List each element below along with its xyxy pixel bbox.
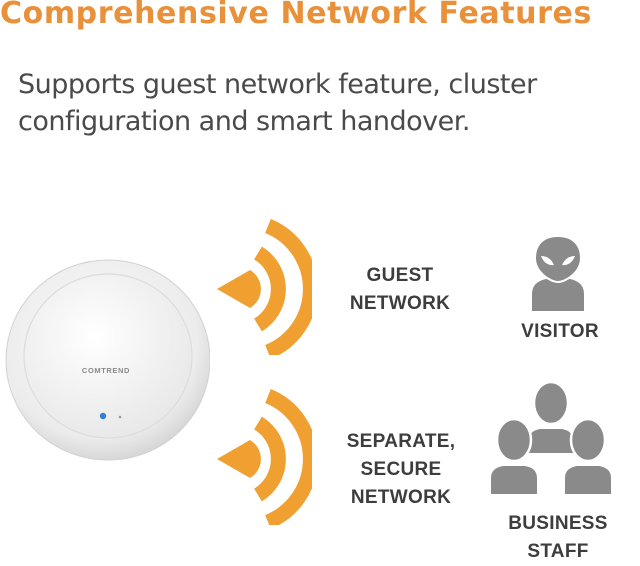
access-point-device: COMTREND xyxy=(5,259,210,461)
subtitle-line-1: Supports guest network feature, cluster xyxy=(18,69,537,100)
guest-network-label-line-2: NETWORK xyxy=(349,293,451,314)
visitor-label: VISITOR xyxy=(505,318,615,346)
business-staff-label-line-2: STAFF xyxy=(527,541,589,562)
guest-network-label-line-1: GUEST xyxy=(366,265,434,286)
device-status-dot xyxy=(118,415,122,419)
page-subtitle: Supports guest network feature, cluster … xyxy=(18,66,618,140)
subtitle-line-2: configuration and smart handover. xyxy=(18,106,470,137)
business-staff-label-line-1: BUSINESS xyxy=(508,513,608,534)
wifi-signal-icon-guest xyxy=(217,219,312,355)
wifi-signal-icon-secure xyxy=(217,389,312,525)
alien-user-icon xyxy=(532,234,584,311)
group-users-icon xyxy=(489,380,613,496)
secure-network-label-line-1: SEPARATE, xyxy=(346,431,456,452)
secure-network-label: SEPARATE, SECURE NETWORK xyxy=(326,428,476,512)
business-staff-label: BUSINESS STAFF xyxy=(498,510,618,566)
page-title: Comprehensive Network Features xyxy=(0,0,592,31)
device-status-led xyxy=(99,412,107,420)
secure-network-label-line-3: NETWORK xyxy=(350,487,452,508)
device-brand-label: COMTREND xyxy=(82,366,130,375)
visitor-label-line-1: VISITOR xyxy=(521,321,599,342)
secure-network-label-line-2: SECURE xyxy=(360,459,442,480)
guest-network-label: GUEST NETWORK xyxy=(330,262,470,318)
